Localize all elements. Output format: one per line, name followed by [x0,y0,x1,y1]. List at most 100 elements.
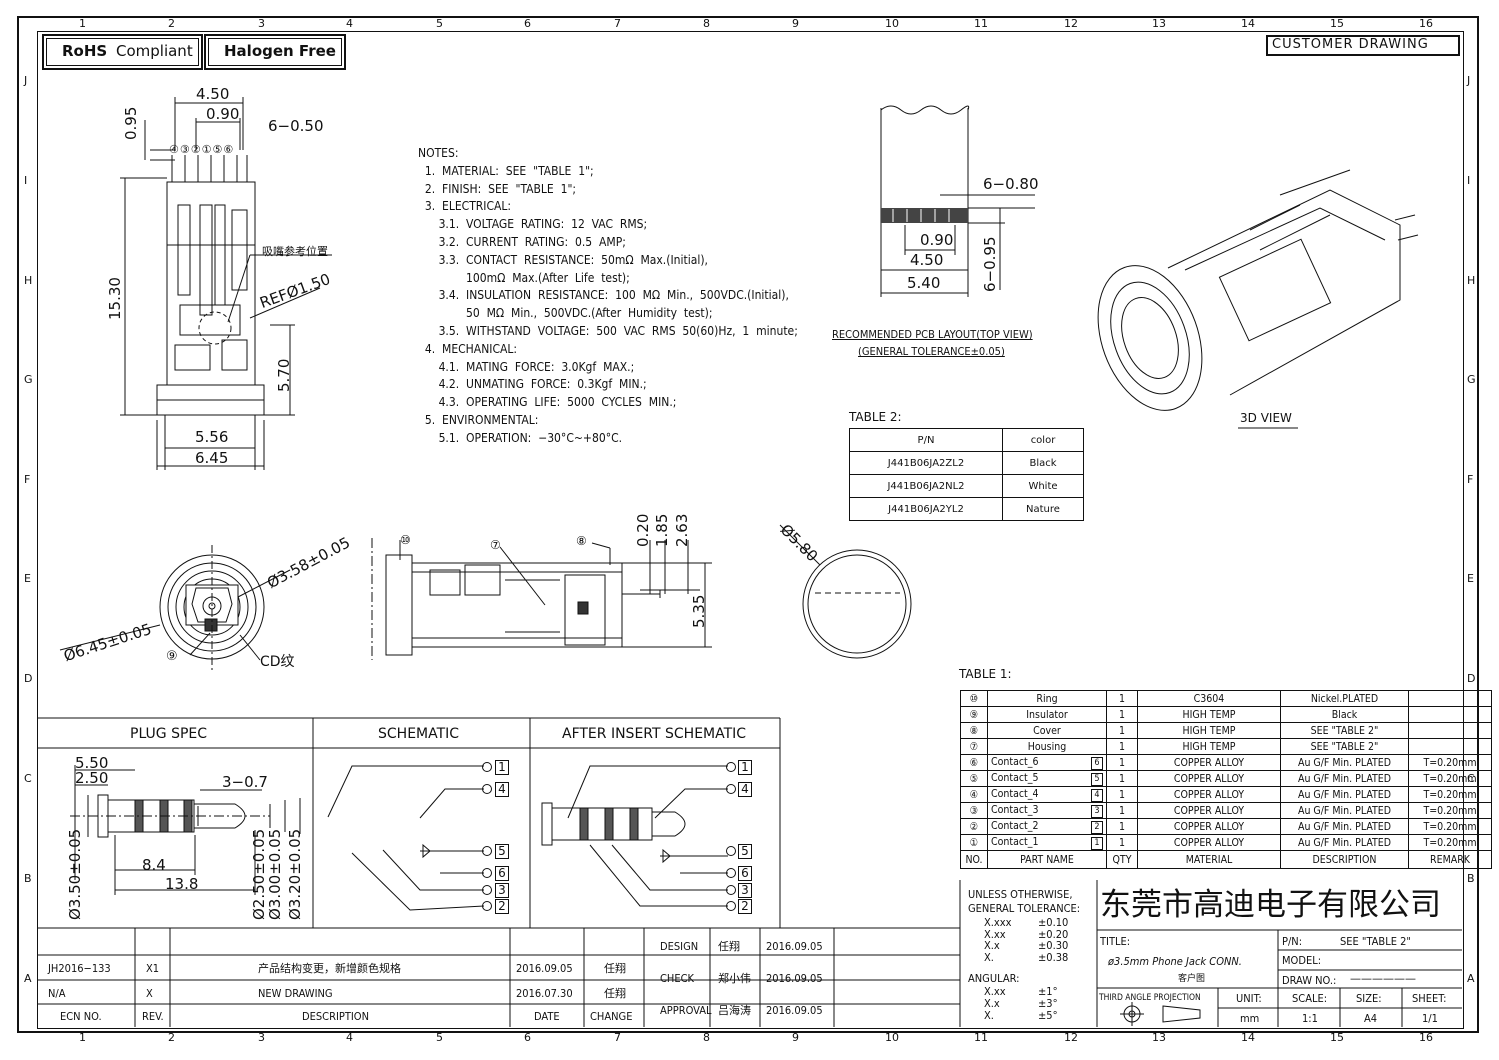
angular-values: X.xx±1°X.x±3°X.±5° [984,985,1058,1022]
after-pin-5: 5 [738,844,752,859]
grid-col-label: 6 [524,1031,531,1044]
note-line: 3. ELECTRICAL: [418,199,512,214]
pcb-dim-6x0-95: 6−0.95 [981,236,999,292]
callout-7: ⑦ [490,538,501,552]
drawing-border [17,16,1479,1033]
revision-cell: X [146,987,153,1000]
grid-col-label: 8 [703,17,710,30]
after-pin-1: 1 [738,760,752,775]
note-line: 4. MECHANICAL: [418,341,518,356]
revision-cell: 2016.09.05 [516,962,573,975]
note-line: 3.3. CONTACT RESISTANCE: 50mΩ Max.(Initi… [418,252,708,267]
pin-terminal [726,901,736,911]
cd-pattern-note: CD纹 [260,654,295,670]
plug-dim-5-50: 5.50 [75,754,109,772]
pin-terminal [482,901,492,911]
section-ring [385,554,413,656]
drawing-inner-border [37,31,1464,1029]
rohs-label: RoHS [62,42,108,60]
revision-cell: NEW DRAWING [258,987,333,1000]
pcb-tolerance: (GENERAL TOLERANCE±0.05) [858,345,1005,358]
callout-10: ⑩ [400,533,411,547]
plug-dim-3x0-7: 3−0.7 [222,773,268,791]
grid-col-label: 3 [258,17,265,30]
pin-terminal [726,762,736,772]
schematic-pin-4: 4 [495,782,509,797]
projection-label: THIRD ANGLE PROJECTION [1099,993,1201,1003]
grid-row-label: A [1467,972,1475,985]
grid-col-label: 16 [1419,1031,1433,1044]
dim-0-95: 0.95 [122,106,140,140]
grid-col-label: 5 [436,1031,443,1044]
grid-col-label: 11 [974,17,988,30]
jack-side-body [166,181,256,386]
angular-label: ANGULAR: [968,972,1020,985]
revision-header: DATE [534,1010,560,1023]
size-value: A4 [1364,1012,1378,1025]
grid-row-label: I [1467,174,1471,187]
unit-label: UNIT: [1236,992,1262,1005]
note-line: 3.1. VOLTAGE RATING: 12 VAC RMS; [418,217,648,232]
dim-5-56: 5.56 [195,428,229,446]
grid-col-label: 9 [792,17,799,30]
dim-6-45: 6.45 [195,449,229,467]
approval-name: 任翔 [718,940,740,953]
plug-dim-3-20: Ø3.20±0.05 [286,828,304,920]
dim-1-85: 1.85 [653,513,671,547]
grid-col-label: 4 [346,1031,353,1044]
revision-cell: N/A [48,987,66,1000]
pin-numbers: ④③②①⑤⑥ [169,143,235,156]
customer-drawing-badge: CUSTOMER DRAWING [1266,35,1460,56]
company-name: 东莞市高迪电子有限公司 [1100,887,1441,923]
grid-col-label: 10 [885,17,899,30]
pcb-dim-5-40: 5.40 [907,274,941,292]
grid-row-label: J [1467,74,1471,87]
sheet-value: 1/1 [1422,1012,1438,1025]
after-pin-2: 2 [738,899,752,914]
table2-title: TABLE 2: [849,410,902,424]
grid-col-label: 10 [885,1031,899,1044]
dim-2-63: 2.63 [673,513,691,547]
after-pin-6: 6 [738,866,752,881]
note-line: 50 MΩ Min., 500VDC.(After Humidity test)… [418,306,713,321]
grid-row-label: I [24,174,28,187]
grid-col-label: 16 [1419,17,1433,30]
scale-label: SCALE: [1292,992,1328,1005]
revision-header: CHANGE [590,1010,633,1023]
note-line: 3.2. CURRENT RATING: 0.5 AMP; [418,234,626,249]
after-pin-4: 4 [738,782,752,797]
model-label: MODEL: [1282,954,1322,967]
dim-4-50: 4.50 [196,85,230,103]
note-line: 1. MATERIAL: SEE "TABLE 1"; [418,163,594,178]
grid-col-label: 14 [1241,1031,1255,1044]
note-line: 3.5. WITHSTAND VOLTAGE: 500 VAC RMS 50(6… [418,323,798,338]
customer-drawing-title: CUSTOMER DRAWING [1272,37,1429,52]
pin-terminal [482,762,492,772]
cutout-circle [802,549,912,659]
grid-col-label: 1 [79,17,86,30]
pin-terminal [482,868,492,878]
grid-row-label: B [1467,872,1475,885]
grid-col-label: 1 [79,1031,86,1044]
plug-dim-8-4: 8.4 [142,856,166,874]
pin-terminal [482,885,492,895]
note-line: 5. ENVIRONMENTAL: [418,412,539,427]
plug-dim-3-00: Ø3.00±0.05 [266,828,284,920]
grid-row-label: F [1467,473,1474,486]
plug-dim-2-50: 2.50 [75,769,109,787]
table1-title: TABLE 1: [959,667,1012,681]
jack-3d-ring [1097,265,1203,411]
title-subtitle: 客户图 [1178,974,1206,984]
dim-0-90: 0.90 [206,105,240,123]
title-label: TITLE: [1100,935,1131,948]
grid-col-label: 7 [614,17,621,30]
pcb-caption: RECOMMENDED PCB LAYOUT(TOP VIEW) [832,328,1033,341]
after-insert-title: AFTER INSERT SCHEMATIC [562,726,747,742]
unit-value: mm [1240,1012,1260,1025]
grid-row-label: B [24,872,32,885]
